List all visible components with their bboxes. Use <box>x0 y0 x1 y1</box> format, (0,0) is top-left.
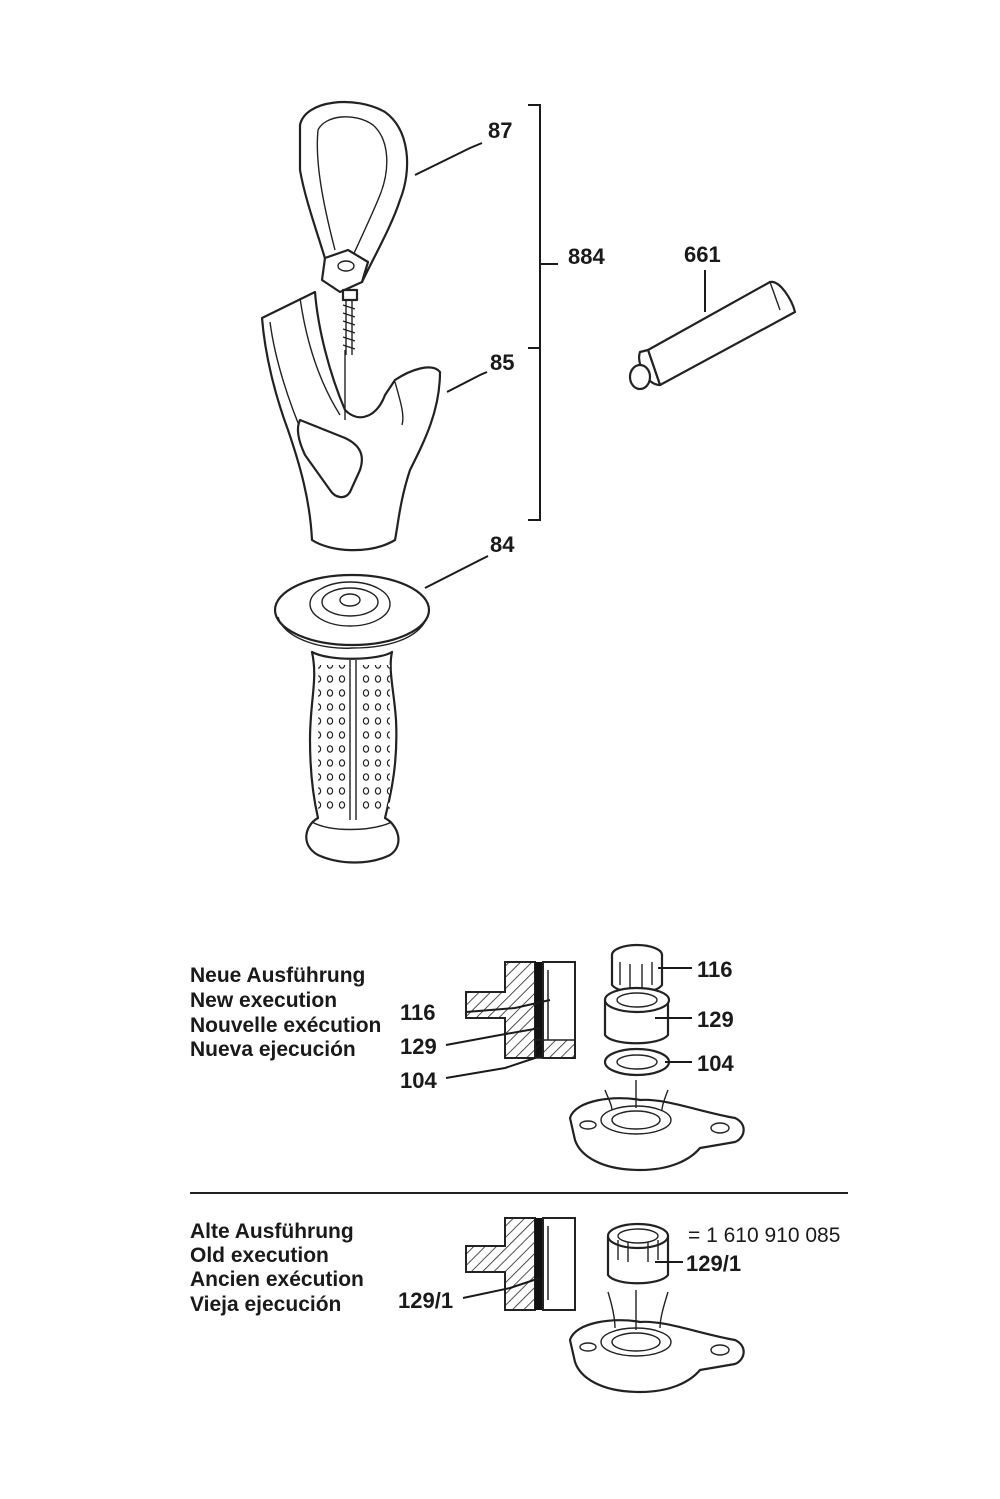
new-execution-labels: Neue Ausführung New execution Nouvelle e… <box>190 964 381 1061</box>
new-execution-section-view <box>445 961 576 1079</box>
old-part-number: = 1 610 910 085 <box>688 1224 840 1247</box>
old-section-callout-129-1: 129/1 <box>398 1288 453 1313</box>
callout-85: 85 <box>490 350 514 375</box>
callout-884: 884 <box>568 244 605 269</box>
callout-84: 84 <box>490 532 515 557</box>
new-section-callout-129: 129 <box>400 1034 437 1059</box>
callout-87: 87 <box>488 118 512 143</box>
old-execution-parts <box>568 1222 745 1394</box>
old-exec-line-de: Alte Ausführung <box>190 1220 354 1243</box>
part-84-grip <box>273 573 431 864</box>
part-661-grease-tube <box>628 280 797 391</box>
old-exec-line-es: Vieja ejecución <box>190 1293 341 1316</box>
new-exec-line-fr: Nouvelle exécution <box>190 1014 381 1037</box>
new-callout-129: 129 <box>697 1007 734 1032</box>
new-callout-104: 104 <box>697 1051 734 1076</box>
old-execution-labels: Alte Ausführung Old execution Ancien exé… <box>190 1220 364 1316</box>
old-exec-line-fr: Ancien exécution <box>190 1268 364 1291</box>
leader-lines-upper <box>414 104 706 589</box>
part-85-bracket <box>260 290 442 552</box>
new-exec-line-en: New execution <box>190 989 337 1012</box>
callout-661: 661 <box>684 242 721 267</box>
old-callout-129-1: 129/1 <box>686 1251 741 1276</box>
new-exec-line-es: Nueva ejecución <box>190 1038 356 1061</box>
new-exec-line-de: Neue Ausführung <box>190 964 365 987</box>
old-execution-section-view <box>462 1217 576 1311</box>
new-callout-116: 116 <box>697 957 733 982</box>
new-section-callout-104: 104 <box>400 1068 437 1093</box>
old-exec-line-en: Old execution <box>190 1244 329 1267</box>
new-execution-parts <box>568 943 745 1172</box>
new-section-callout-116: 116 <box>400 1000 436 1025</box>
part-87-clamp-band <box>298 100 409 355</box>
